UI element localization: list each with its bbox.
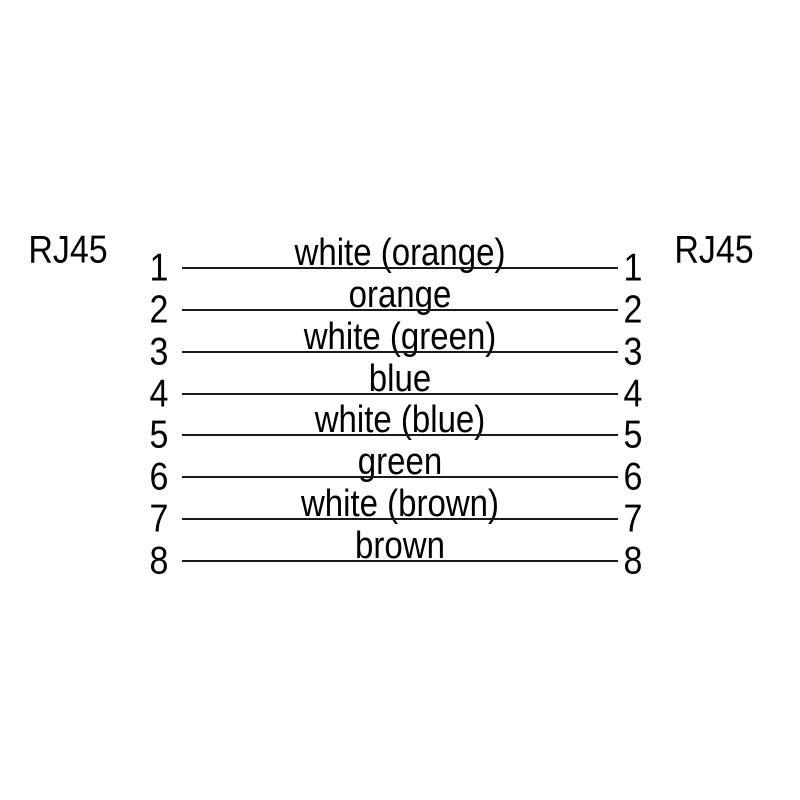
pin-number-right: 7 [613,496,653,541]
wire-line [182,393,618,395]
pin-number-left-text: 2 [149,287,169,332]
pin-number-left-text: 8 [149,538,169,583]
wire-color-label: white (orange) [182,230,618,274]
wire-color-label-text: white (orange) [294,230,506,273]
pin-number-right-text: 6 [623,454,643,499]
pin-number-right-text: 4 [623,371,643,416]
wire-color-label-text: brown [355,523,445,566]
pin-number-left-text: 1 [149,245,169,290]
connector-label-right: RJ45 [669,227,759,272]
wire-color-label-text: white (brown) [300,481,500,524]
wire-color-label-text: blue [368,356,432,399]
wire-color-label-text: green [357,439,443,482]
pin-number-left: 8 [139,538,179,583]
pin-number-right-text: 7 [623,496,643,541]
wire-color-label-text: white (green) [303,314,497,357]
pin-number-right: 5 [613,412,653,457]
pin-number-right: 8 [613,538,653,583]
pin-number-right: 2 [613,287,653,332]
pin-number-right-text: 3 [623,329,643,374]
pin-number-right: 3 [613,329,653,374]
pin-number-left-text: 5 [149,412,169,457]
pin-number-right-text: 5 [623,412,643,457]
wire-color-label-text: orange [348,272,452,315]
wire-color-label: green [182,439,618,483]
wire-line [182,351,618,353]
pin-number-right: 1 [613,245,653,290]
wire-line [182,560,618,562]
pin-number-left: 4 [139,371,179,416]
pin-number-right: 6 [613,454,653,499]
connector-label-right-text: RJ45 [674,227,754,272]
pin-number-left: 6 [139,454,179,499]
pin-number-left-text: 6 [149,454,169,499]
wire-line [182,434,618,436]
pin-number-right: 4 [613,371,653,416]
pin-number-left-text: 3 [149,329,169,374]
pin-number-right-text: 8 [623,538,643,583]
pin-number-right-text: 2 [623,287,643,332]
wire-color-label: orange [182,272,618,316]
wire-line [182,518,618,520]
wire-color-label: brown [182,523,618,567]
wire-line [182,476,618,478]
connector-label-left-text: RJ45 [28,227,108,272]
wire-color-label-text: white (blue) [314,397,486,440]
pin-number-left: 5 [139,412,179,457]
wire-color-label: white (brown) [182,481,618,525]
wire-line [182,309,618,311]
wire-color-label: blue [182,356,618,400]
pin-number-left-text: 4 [149,371,169,416]
pin-number-left: 7 [139,496,179,541]
wire-color-label: white (blue) [182,397,618,441]
pin-number-left: 2 [139,287,179,332]
pin-number-left: 1 [139,245,179,290]
pin-number-right-text: 1 [623,245,643,290]
wire-color-label: white (green) [182,314,618,358]
connector-label-left: RJ45 [23,227,113,272]
pin-number-left-text: 7 [149,496,169,541]
wire-line [182,267,618,269]
pin-number-left: 3 [139,329,179,374]
